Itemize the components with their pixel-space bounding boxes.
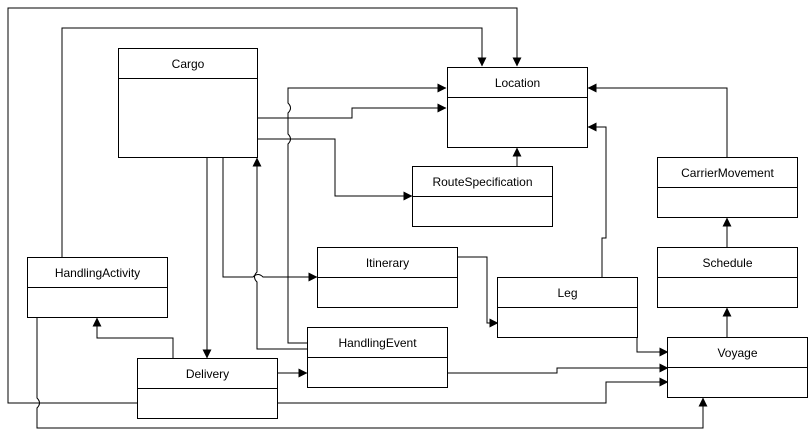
class-name: Voyage xyxy=(668,338,807,368)
class-name: RouteSpecification xyxy=(413,167,552,197)
class-name: Location xyxy=(448,68,587,98)
class-schedule[interactable]: Schedule xyxy=(657,247,798,308)
class-name: Leg xyxy=(498,278,637,308)
class-name: Delivery xyxy=(138,359,277,389)
edge-handlingevent-location xyxy=(287,83,447,344)
class-carrier-movement[interactable]: CarrierMovement xyxy=(657,157,798,218)
edge-handlingevent-voyage xyxy=(447,363,669,374)
class-handling-activity[interactable]: HandlingActivity xyxy=(27,257,168,318)
edge-itinerary-leg xyxy=(457,256,499,328)
class-leg[interactable]: Leg xyxy=(497,277,638,338)
edge-handlingevent-cargo xyxy=(252,157,308,350)
class-name: HandlingActivity xyxy=(28,258,167,288)
class-name: CarrierMovement xyxy=(658,158,797,188)
edge-cargo-itinerary xyxy=(222,158,318,282)
edge-cargo-routespecification xyxy=(258,138,413,201)
class-delivery[interactable]: Delivery xyxy=(137,358,278,419)
edge-cargo-location-a xyxy=(258,103,447,119)
edge-delivery-voyage xyxy=(278,377,669,404)
class-name: HandlingEvent xyxy=(308,328,447,358)
class-itinerary[interactable]: Itinerary xyxy=(317,247,458,308)
edge-leg-location xyxy=(587,122,607,277)
class-location[interactable]: Location xyxy=(447,67,588,148)
edge-leg-voyage xyxy=(636,337,669,357)
class-name: Schedule xyxy=(658,248,797,278)
edge-delivery-handlingactivity xyxy=(92,317,174,358)
class-handling-event[interactable]: HandlingEvent xyxy=(307,327,448,388)
edge-handlingactivity-voyage xyxy=(36,318,708,429)
class-cargo[interactable]: Cargo xyxy=(118,48,258,158)
edge-delivery-location xyxy=(7,7,522,404)
class-name: Cargo xyxy=(119,49,257,79)
edge-handlingactivity-location xyxy=(61,27,487,258)
class-route-specification[interactable]: RouteSpecification xyxy=(412,166,553,227)
class-name: Itinerary xyxy=(318,248,457,278)
class-voyage[interactable]: Voyage xyxy=(667,337,808,398)
edge-carriermovement-location xyxy=(587,83,728,157)
